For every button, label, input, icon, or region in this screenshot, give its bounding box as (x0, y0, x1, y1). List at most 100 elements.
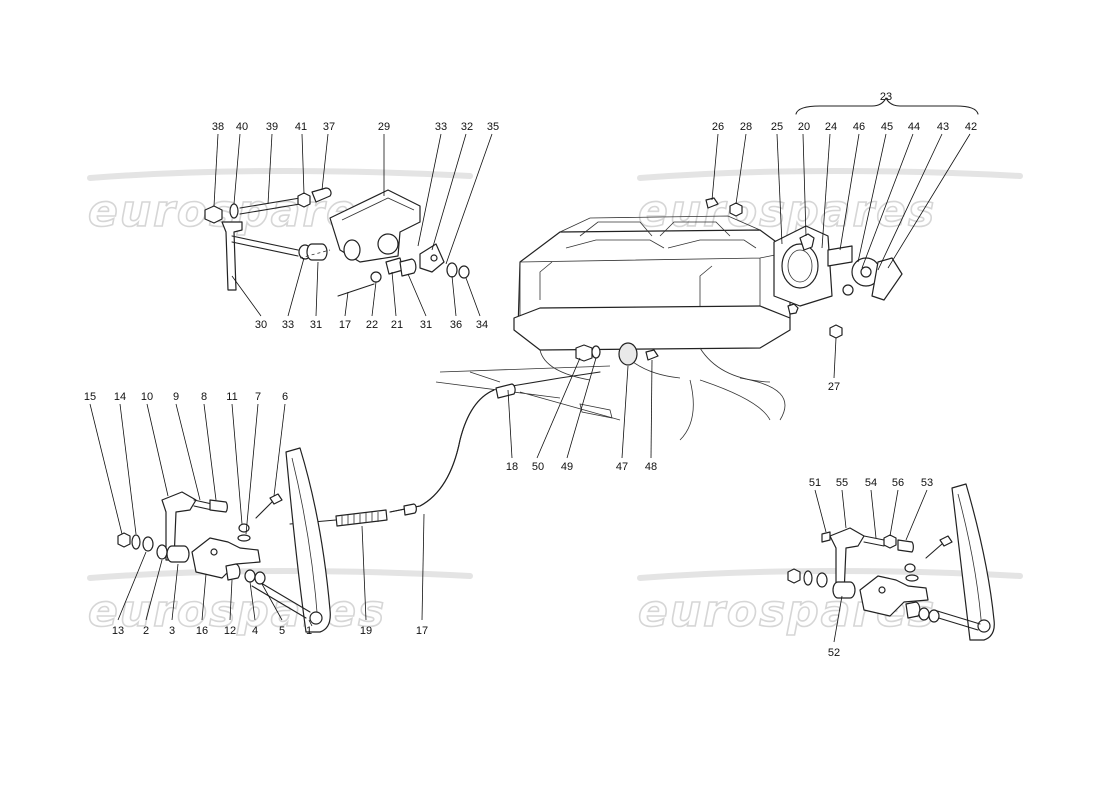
part-49-washer (591, 345, 601, 359)
part-6-bolt (269, 493, 283, 505)
watermark-swoosh (637, 167, 1023, 181)
callout-6: 6 (282, 391, 288, 403)
leader-lines (89, 133, 971, 643)
callout-33: 33 (435, 121, 447, 133)
group-23-brace (795, 97, 979, 115)
callout-10: 10 (141, 391, 153, 403)
watermark-bottom-left: eurospares (88, 586, 386, 637)
part-15-nut (117, 532, 131, 548)
callout-15: 15 (84, 391, 96, 403)
throttle-lever-assembly (204, 187, 470, 297)
callout-2: 2 (143, 625, 149, 637)
callout-51: 51 (809, 477, 821, 489)
callout-31: 31 (420, 319, 432, 331)
part-17-cable-sheath (389, 389, 495, 513)
callout-37: 37 (323, 121, 335, 133)
callout-35: 35 (487, 121, 499, 133)
part-11-nut (238, 523, 250, 533)
part-9-rod (193, 499, 213, 511)
callout-5: 5 (279, 625, 285, 637)
part-41-nut (297, 192, 311, 208)
part-30-lever (221, 221, 243, 291)
part-13-washer (142, 536, 154, 552)
part-7-washer (237, 534, 251, 542)
part-4-washer (244, 569, 256, 583)
part-5-clip (254, 571, 266, 585)
callout-33: 33 (282, 319, 294, 331)
part-18-ferrule (495, 383, 516, 399)
watermark-top-right: eurospares (638, 186, 936, 237)
callout-11: 11 (226, 391, 237, 403)
part-52-bracket (859, 575, 929, 617)
callout-39: 39 (266, 121, 278, 133)
throttle-bore (781, 243, 819, 289)
callout-34: 34 (476, 319, 488, 331)
accelerator-pedal-assembly-alt (787, 483, 995, 641)
part-37-ball-joint (311, 187, 332, 203)
callout-56: 56 (892, 477, 904, 489)
callout-44: 44 (908, 121, 920, 133)
part-16-bracket (191, 537, 261, 579)
intake-plenum (435, 197, 903, 441)
part-17-cable-end (337, 283, 375, 297)
part-26-screw (705, 197, 719, 209)
callout-26: 26 (712, 121, 724, 133)
accelerator-cable (289, 371, 601, 527)
part-48-bolt (645, 349, 659, 361)
callout-12: 12 (224, 625, 236, 637)
callout-27: 27 (828, 381, 840, 393)
callout-4: 4 (252, 625, 258, 637)
part-47-grommet (618, 342, 638, 366)
callout-28: 28 (740, 121, 752, 133)
watermark-swoosh (87, 567, 473, 581)
callout-46: 46 (853, 121, 865, 133)
callout-53: 53 (921, 477, 933, 489)
callout-22: 22 (366, 319, 378, 331)
callout-29: 29 (378, 121, 390, 133)
callout-21: 21 (391, 319, 403, 331)
part-20-plug (799, 233, 815, 251)
callout-9: 9 (173, 391, 179, 403)
part-8-sleeve (209, 499, 228, 513)
part-53-sleeve (897, 539, 914, 553)
callout-3: 3 (169, 625, 175, 637)
accelerator-pedal-assembly (117, 447, 331, 633)
callout-13: 13 (112, 625, 124, 637)
callout-16: 16 (196, 625, 208, 637)
part-34-nut (458, 265, 470, 279)
part-36-washer (446, 262, 458, 278)
callout-36: 36 (450, 319, 462, 331)
callout-24: 24 (825, 121, 837, 133)
part-38-nut (204, 205, 223, 224)
part-46-spacer (827, 245, 853, 267)
callout-50: 50 (532, 461, 544, 473)
part-1-pedal-pivot (309, 611, 323, 625)
callout-55: 55 (836, 477, 848, 489)
part-50-nut (575, 344, 593, 362)
part-28-nut (729, 202, 743, 217)
part-17-ferrule (403, 503, 417, 516)
callout-31: 31 (310, 319, 322, 331)
part-31-sleeve (306, 243, 328, 261)
callout-7: 7 (255, 391, 261, 403)
watermark-group: eurospares eurospares eurospares eurospa… (87, 167, 1023, 638)
callout-14: 14 (114, 391, 126, 403)
callout-52: 52 (828, 647, 840, 659)
part-31-sleeve (399, 258, 417, 277)
part-30-shaft (231, 235, 299, 257)
callout-8: 8 (201, 391, 207, 403)
callout-47: 47 (616, 461, 628, 473)
part-3-bushing (166, 545, 190, 563)
part-27-nut (829, 324, 843, 339)
part-29-boss (343, 239, 361, 261)
callout-54: 54 (865, 477, 877, 489)
callout-17: 17 (339, 319, 351, 331)
part-12-sleeve (225, 563, 241, 581)
part-43-lever (871, 257, 903, 301)
plenum-flange (513, 305, 791, 351)
callout-18: 18 (506, 461, 518, 473)
part-40-washer (229, 203, 239, 219)
callout-1: 1 (306, 625, 312, 637)
callout-17: 17 (416, 625, 428, 637)
